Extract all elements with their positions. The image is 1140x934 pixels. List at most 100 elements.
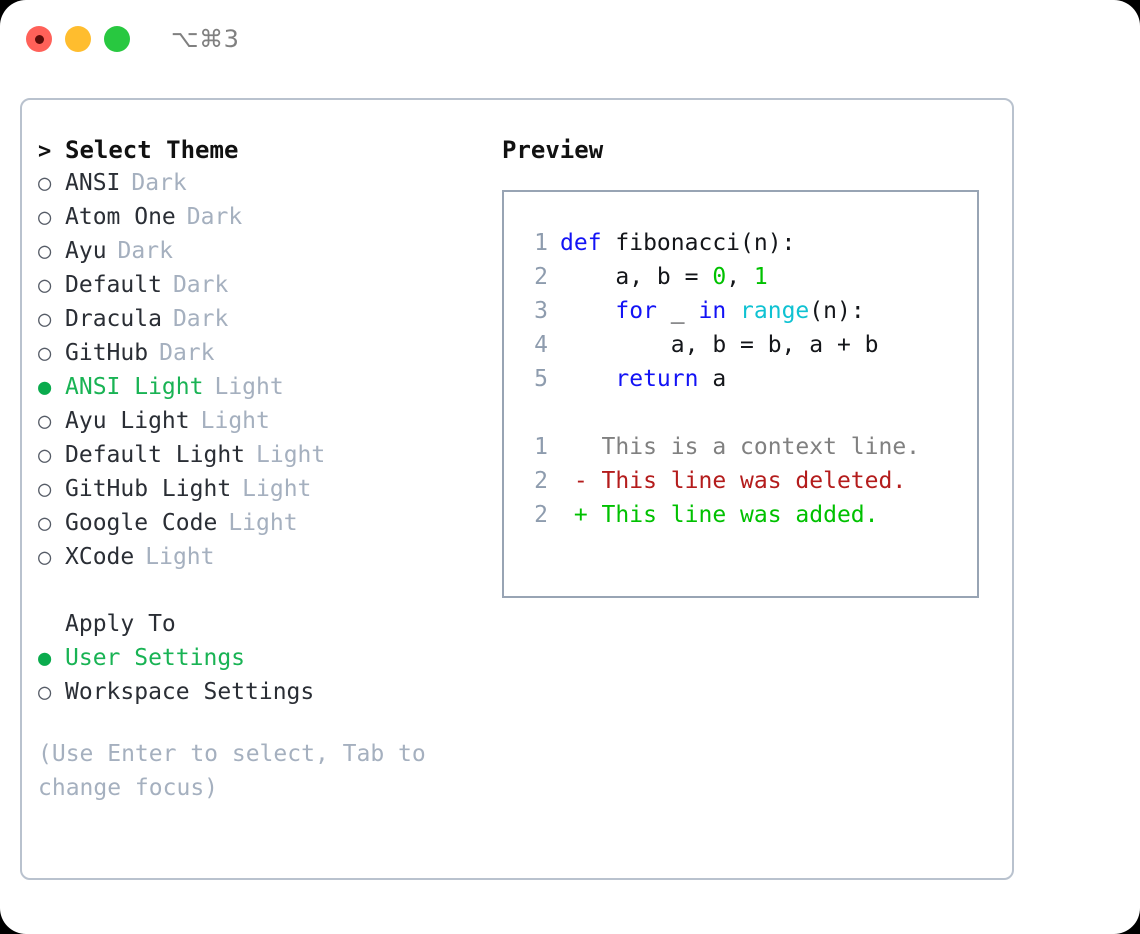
apply-to-spacer-icon [38, 612, 65, 637]
theme-name-label: Default [65, 272, 162, 298]
theme-name-label: Atom One [65, 204, 176, 230]
code-line: 2 a, b = 0, 1 [518, 264, 977, 298]
preview-title: Preview [502, 136, 604, 164]
code-token: + This line was added. [560, 502, 879, 528]
apply-to-heading-label: Apply To [65, 611, 176, 637]
code-token: for [615, 298, 657, 324]
code-token: - This line was deleted. [560, 468, 907, 494]
code-line: 4 a, b = b, a + b [518, 332, 977, 366]
code-token: a, b = b, a + b [560, 332, 879, 358]
theme-kind-label: Dark [131, 170, 187, 196]
code-line: 5 return a [518, 366, 977, 400]
code-diff-separator [518, 400, 977, 434]
radio-unselected-icon[interactable]: ○ [38, 443, 52, 468]
radio-unselected-icon[interactable]: ○ [38, 477, 52, 502]
theme-kind-label: Dark [117, 238, 173, 264]
line-number: 4 [534, 332, 548, 358]
theme-kind-label: Dark [172, 306, 229, 332]
keyboard-hint: (Use Enter to select, Tab to change focu… [38, 741, 426, 801]
radio-unselected-icon[interactable]: ○ [38, 307, 52, 332]
code-token [726, 298, 740, 324]
theme-name-label: ANSI Light [65, 374, 204, 400]
radio-unselected-icon[interactable]: ○ [38, 205, 52, 230]
theme-kind-label: Light [145, 544, 215, 570]
theme-list-item[interactable]: ○ ANSI Dark [38, 170, 498, 204]
line-number: 2 [534, 264, 548, 290]
theme-name-label: Google Code [65, 510, 218, 536]
theme-kind-label: Dark [172, 272, 229, 298]
theme-name-label: Dracula [65, 306, 162, 332]
code-token: a [698, 366, 727, 392]
theme-list-item[interactable]: ○ Ayu Dark [38, 238, 498, 272]
code-line: 3 for _ in range(n): [518, 298, 977, 332]
code-token [560, 298, 615, 324]
code-token: This is a context line. [560, 434, 921, 460]
select-theme-heading: > Select Theme [38, 136, 498, 170]
radio-unselected-icon[interactable]: ○ [38, 341, 52, 366]
diff-sample: 1 This is a context line.2 - This line w… [518, 434, 977, 536]
line-number: 1 [534, 434, 548, 460]
close-button[interactable] [26, 26, 52, 52]
code-token: return [615, 366, 699, 392]
diff-line: 2 - This line was deleted. [518, 468, 977, 502]
line-number: 3 [534, 298, 548, 324]
title-bar: ⌥⌘3 [0, 0, 1140, 78]
diff-line: 1 This is a context line. [518, 434, 977, 468]
radio-selected-icon[interactable]: ● [38, 646, 52, 671]
radio-unselected-icon[interactable]: ○ [38, 680, 52, 705]
code-token: a, b = [560, 264, 713, 290]
radio-selected-icon[interactable]: ● [38, 375, 52, 400]
radio-unselected-icon[interactable]: ○ [38, 511, 52, 536]
theme-name-label: GitHub [65, 340, 149, 366]
radio-unselected-icon[interactable]: ○ [38, 239, 52, 264]
theme-name-label: Ayu Light [65, 408, 190, 434]
window-controls [26, 26, 130, 52]
code-token: , [726, 264, 754, 290]
theme-name-label: Ayu [65, 238, 107, 264]
radio-unselected-icon[interactable]: ○ [38, 171, 52, 196]
code-token: _ [656, 298, 699, 324]
theme-list-item[interactable]: ○ Atom One Dark [38, 204, 498, 238]
line-number: 5 [534, 366, 548, 392]
theme-list-item[interactable]: ○ Ayu Light Light [38, 408, 498, 442]
theme-list-item[interactable]: ○ Dracula Dark [38, 306, 498, 340]
apply-to-option-label: Workspace Settings [65, 679, 315, 705]
theme-name-label: ANSI [65, 170, 121, 196]
apply-to-heading: Apply To [38, 611, 498, 645]
radio-unselected-icon[interactable]: ○ [38, 545, 52, 570]
apply-to-options: ● User Settings ○ Workspace Settings [38, 645, 498, 713]
code-token: 0 [712, 264, 727, 290]
apply-to-option[interactable]: ○ Workspace Settings [38, 679, 498, 713]
code-token: range [740, 298, 810, 324]
radio-unselected-icon[interactable]: ○ [38, 409, 52, 434]
code-token: def [560, 230, 616, 256]
apply-to-option-label: User Settings [65, 645, 246, 671]
code-token: (n): [809, 298, 865, 324]
line-number: 2 [534, 468, 548, 494]
caret-icon: > [38, 139, 52, 164]
select-theme-heading-label: Select Theme [65, 136, 239, 164]
zoom-button[interactable] [104, 26, 130, 52]
theme-kind-label: Light [200, 408, 270, 434]
code-token: 1 [753, 264, 768, 290]
minimize-button[interactable] [65, 26, 91, 52]
apply-to-option[interactable]: ● User Settings [38, 645, 498, 679]
theme-kind-label: Dark [186, 204, 243, 230]
radio-unselected-icon[interactable]: ○ [38, 273, 52, 298]
code-token: in [698, 298, 727, 324]
theme-list-item[interactable]: ○ Default Dark [38, 272, 498, 306]
code-token: fibonacci(n): [615, 230, 796, 256]
